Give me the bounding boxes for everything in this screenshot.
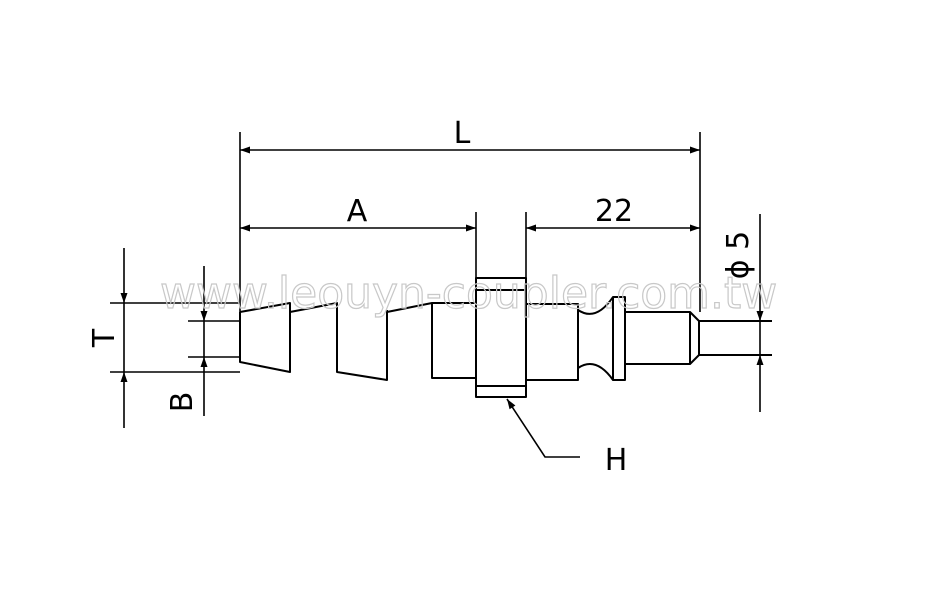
nose-body bbox=[526, 296, 626, 381]
label-phi-5: ϕ 5 bbox=[721, 231, 756, 279]
label-L: L bbox=[454, 116, 471, 151]
label-22: 22 bbox=[595, 194, 633, 229]
label-H: H bbox=[605, 443, 628, 478]
hex-collar bbox=[475, 277, 527, 398]
label-A: A bbox=[347, 194, 368, 229]
label-B: B bbox=[165, 392, 200, 413]
label-T: T bbox=[87, 328, 122, 348]
tip bbox=[625, 311, 700, 365]
leader-H bbox=[506, 398, 580, 458]
dimension-lines bbox=[110, 132, 764, 458]
watermark: www.leouyn-coupler.com.tw bbox=[160, 268, 777, 319]
